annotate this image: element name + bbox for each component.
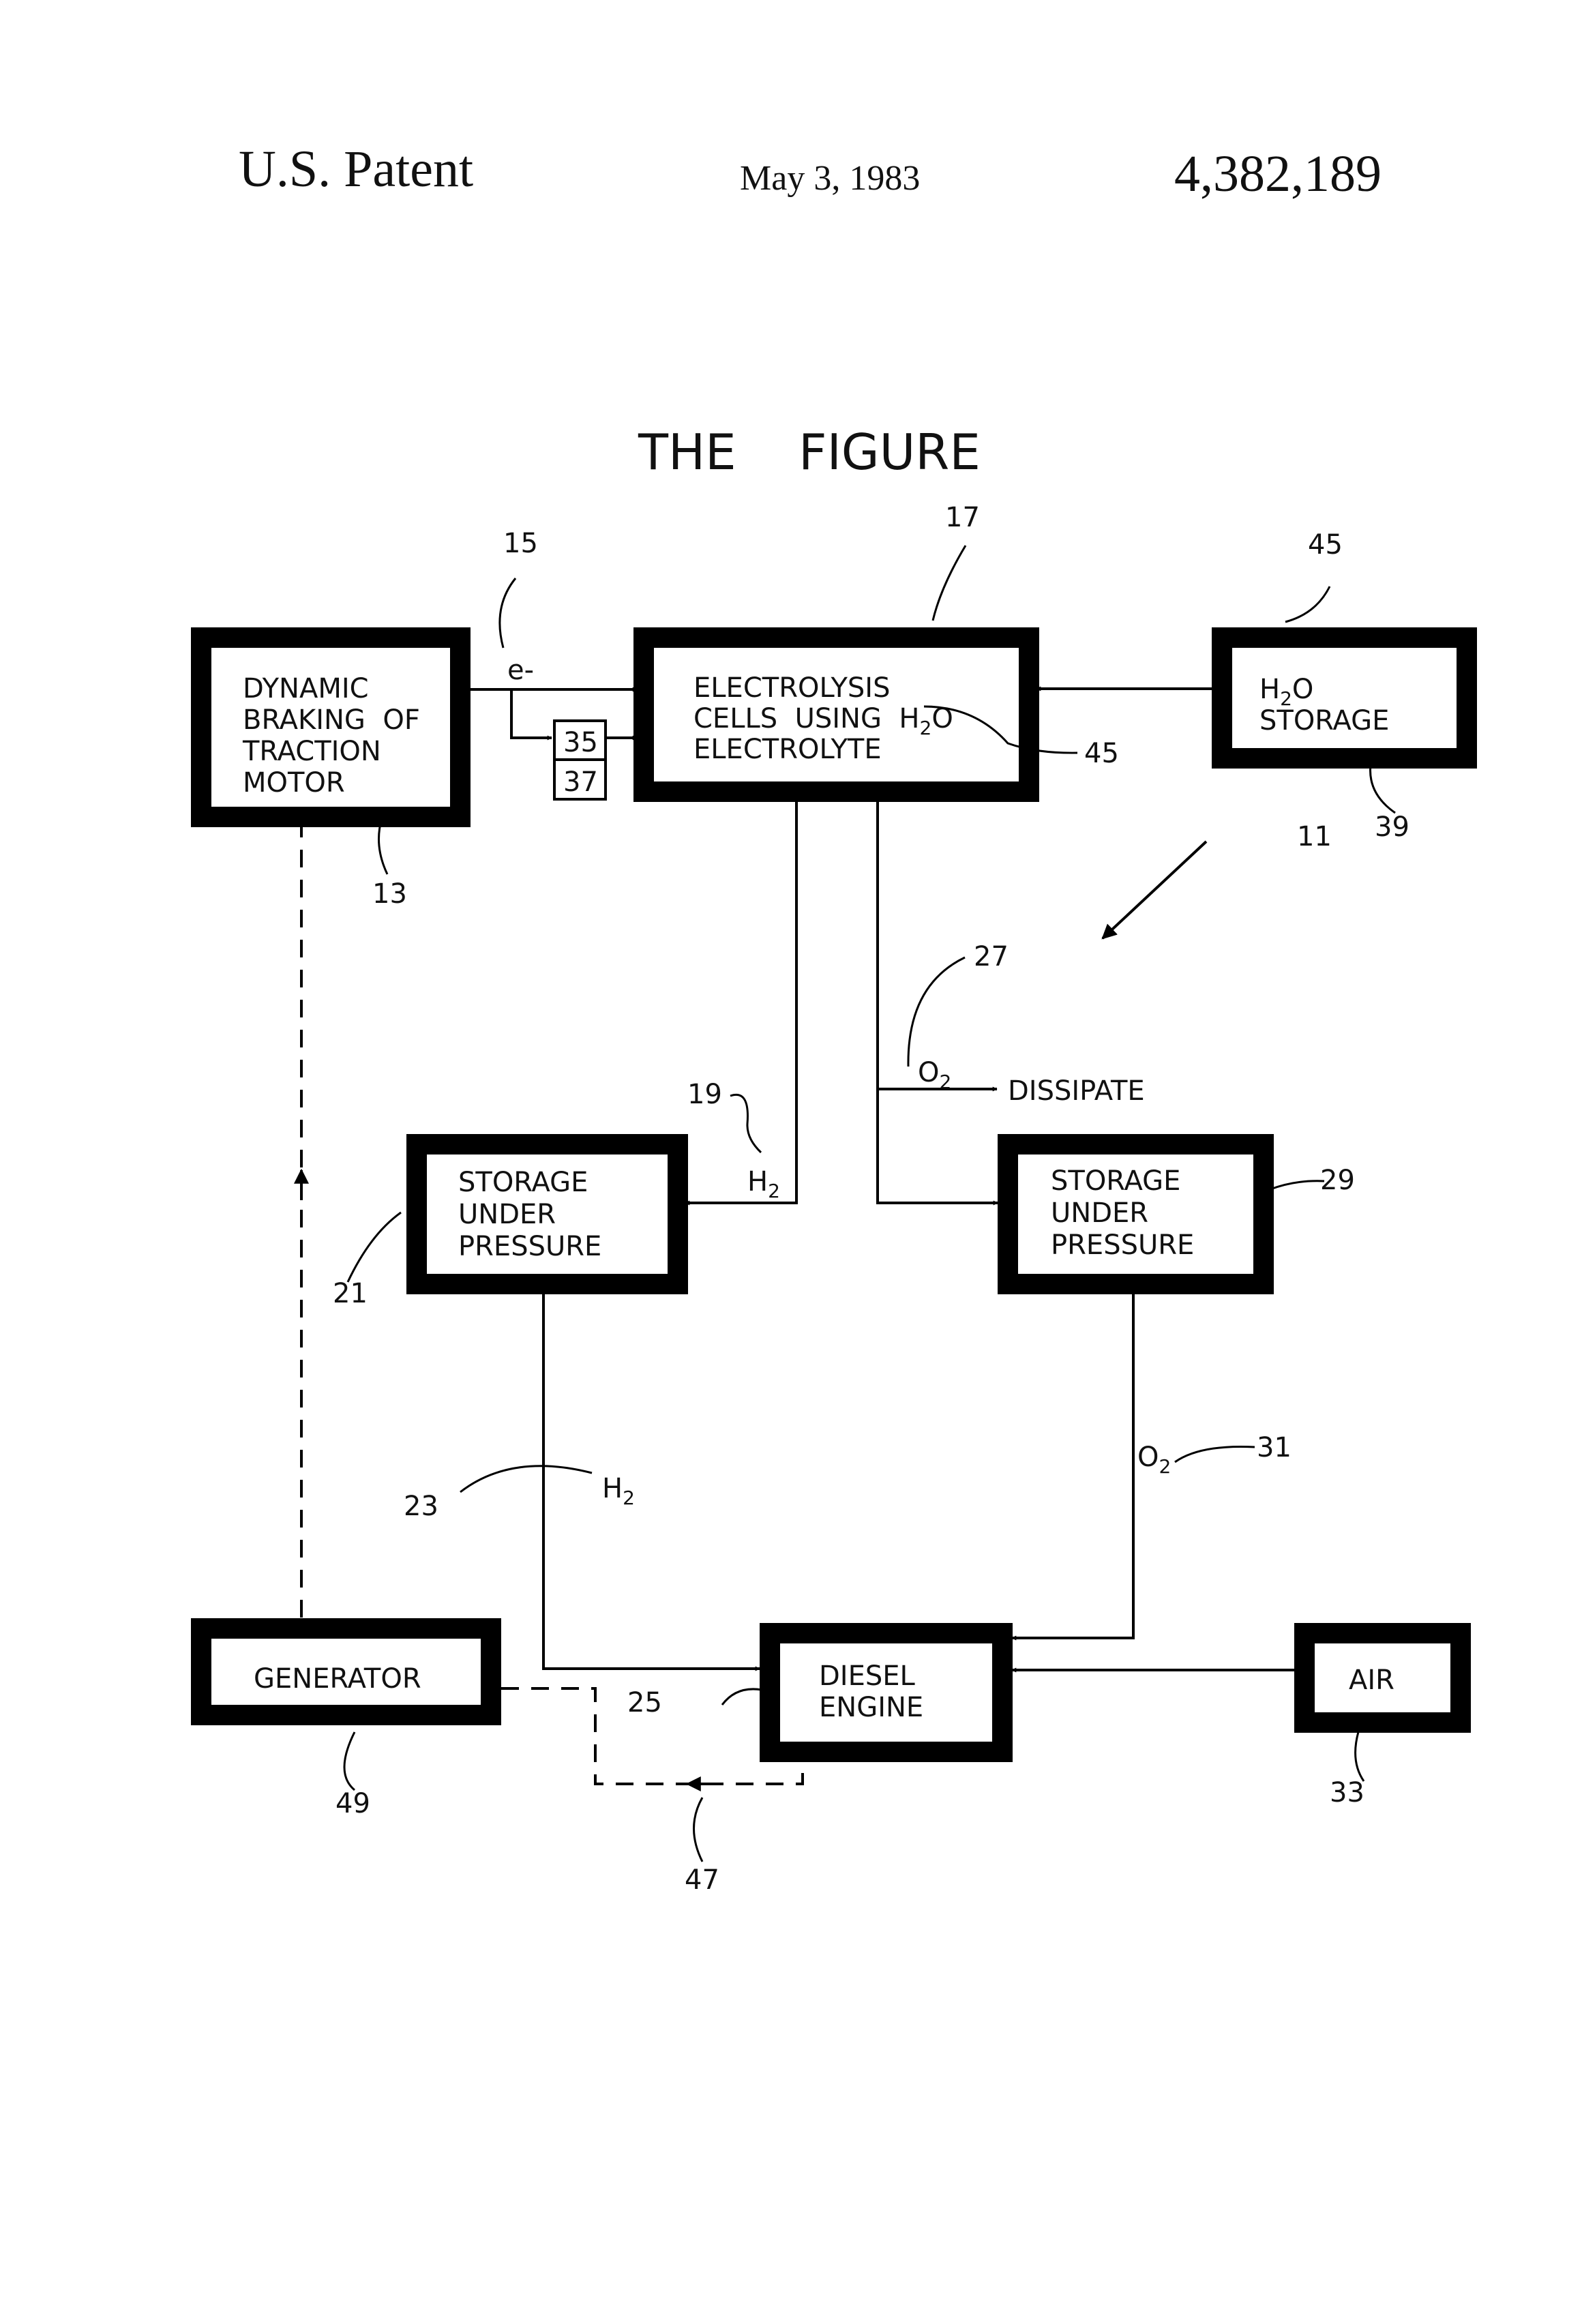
air-label: AIR (1349, 1665, 1394, 1696)
ref-23: 23 (404, 1491, 438, 1522)
small-box-35: 35 (563, 727, 598, 758)
svg-text:DYNAMIC: DYNAMIC (243, 673, 369, 704)
h2-output-label: H2 (747, 1166, 780, 1202)
o2-storage-label: STORAGE UNDER PRESSURE (1051, 1165, 1194, 1261)
ref-33: 33 (1330, 1777, 1364, 1808)
ref-45-electrolyte: 45 (1084, 738, 1119, 769)
small-box-37: 37 (563, 766, 598, 798)
ref-15: 15 (503, 528, 538, 559)
ref-19: 19 (687, 1079, 722, 1110)
h2-to-engine-line (543, 1294, 760, 1669)
ref-13: 13 (372, 878, 407, 910)
svg-text:ELECTROLYTE: ELECTROLYTE (693, 734, 882, 765)
o2-feed-line (878, 802, 998, 1203)
svg-text:PRESSURE: PRESSURE (1051, 1230, 1194, 1261)
o2-to-engine-line (1012, 1294, 1133, 1638)
svg-text:TRACTION: TRACTION (242, 736, 381, 767)
branch-to-35-line (511, 689, 552, 738)
ref-11: 11 (1297, 821, 1332, 852)
diesel-engine-label: DIESEL ENGINE (819, 1660, 923, 1723)
dissipate-label: DISSIPATE (1008, 1075, 1145, 1107)
h2-storage-label: STORAGE UNDER PRESSURE (458, 1167, 601, 1262)
svg-text:ELECTROLYSIS: ELECTROLYSIS (693, 672, 890, 704)
svg-text:ENGINE: ENGINE (819, 1692, 923, 1723)
figure-title: THE FIGURE (638, 423, 981, 481)
ref-21: 21 (333, 1278, 368, 1309)
electrolysis-label: ELECTROLYSIS CELLS USING H2O ELECTROLYTE (693, 672, 953, 765)
svg-text:DIESEL: DIESEL (819, 1660, 916, 1692)
ref-25: 25 (627, 1687, 662, 1718)
svg-text:STORAGE: STORAGE (458, 1167, 588, 1198)
svg-text:STORAGE: STORAGE (1051, 1165, 1180, 1197)
svg-text:MOTOR: MOTOR (243, 767, 345, 799)
svg-text:UNDER: UNDER (458, 1199, 556, 1230)
o2-output-label: O2 (918, 1057, 951, 1093)
ref-11-arrow (1103, 841, 1206, 938)
svg-text:BRAKING OF: BRAKING OF (243, 704, 420, 736)
ref-27: 27 (974, 941, 1009, 972)
ref-31: 31 (1257, 1432, 1292, 1463)
ref-29: 29 (1320, 1165, 1355, 1196)
h2-feed-line (685, 802, 796, 1203)
ref-39: 39 (1375, 811, 1409, 843)
h2-line-label: H2 (602, 1473, 635, 1509)
svg-text:UNDER: UNDER (1051, 1197, 1148, 1229)
generator-label: GENERATOR (254, 1663, 421, 1695)
svg-text:PRESSURE: PRESSURE (458, 1231, 601, 1262)
ref-49: 49 (335, 1788, 370, 1819)
ref-17: 17 (945, 502, 980, 533)
h2o-storage-label: H2O STORAGE (1259, 674, 1389, 736)
h2o-storage-box (1222, 638, 1467, 758)
ref-45-storage: 45 (1308, 529, 1343, 561)
ref-47: 47 (685, 1864, 719, 1896)
electron-label: e- (507, 655, 534, 686)
svg-text:STORAGE: STORAGE (1259, 705, 1389, 736)
braking-label: DYNAMIC BRAKING OF TRACTION MOTOR (242, 673, 420, 799)
o2-line-label: O2 (1137, 1442, 1171, 1478)
